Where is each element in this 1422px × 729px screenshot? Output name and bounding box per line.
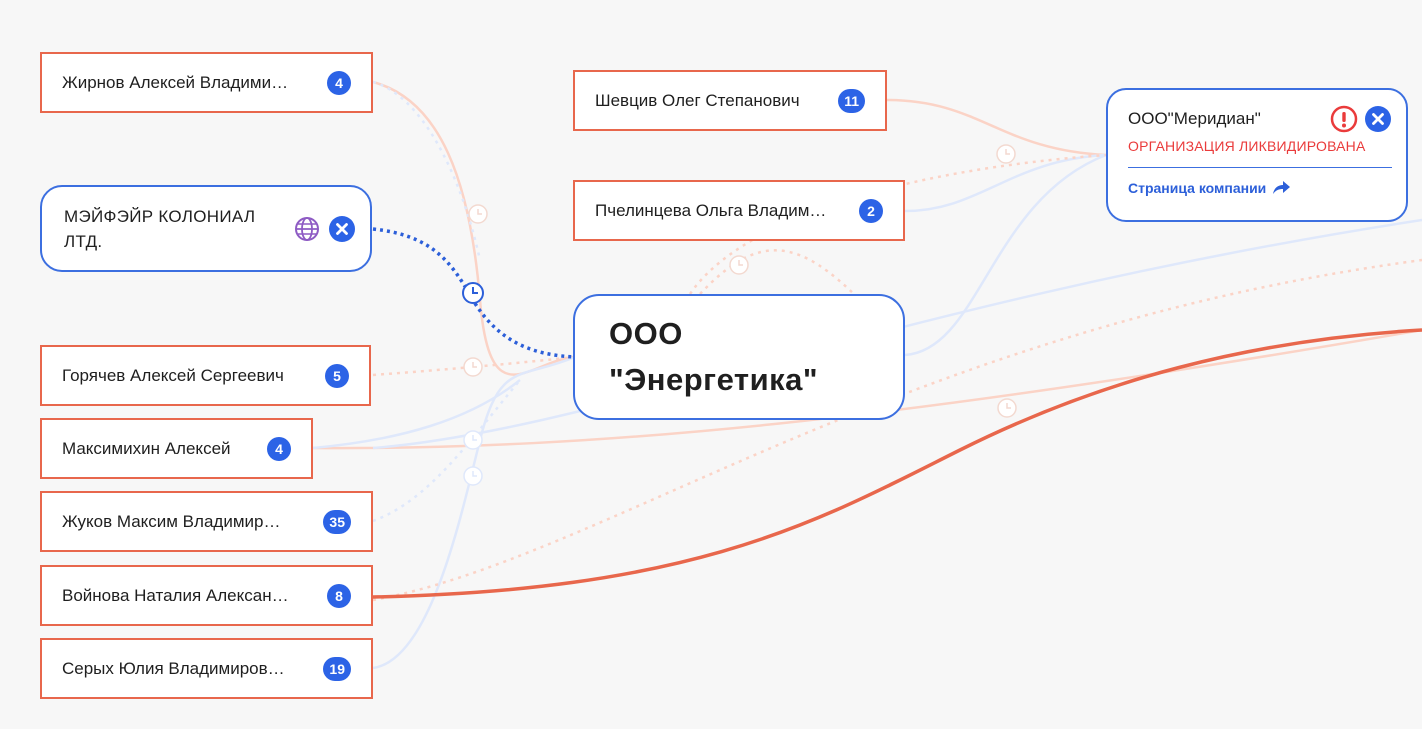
person-node[interactable]: Горячев Алексей Сергеевич 5 (40, 345, 371, 406)
person-name: Жирнов Алексей Владими… (62, 72, 289, 92)
person-node[interactable]: Шевцив Олег Степанович 11 (573, 70, 887, 131)
connections-count-badge: 4 (327, 70, 351, 95)
company-page-link-label: Страница компании (1128, 180, 1267, 196)
main-company-node[interactable]: ООО "Энергетика" (573, 294, 905, 420)
main-company-name: ООО "Энергетика" (609, 311, 818, 403)
company-page-link[interactable]: Страница компании (1128, 180, 1392, 196)
connections-count-badge: 2 (859, 198, 883, 223)
alert-icon (1330, 105, 1358, 133)
company-name: ООО"Меридиан" (1128, 109, 1261, 128)
globe-icon (294, 216, 320, 242)
person-node[interactable]: Войнова Наталия Алексан… 8 (40, 565, 373, 626)
person-name: Горячев Алексей Сергеевич (62, 365, 284, 385)
person-node[interactable]: Жуков Максим Владимир… 35 (40, 491, 373, 552)
clock-icon (462, 282, 484, 304)
person-name: Пчелинцева Ольга Владим… (595, 200, 827, 220)
person-node[interactable]: Жирнов Алексей Владими… 4 (40, 52, 373, 113)
person-name: Серых Юлия Владимиров… (62, 658, 285, 678)
close-icon[interactable] (1364, 105, 1392, 133)
connections-count-badge: 8 (327, 583, 351, 608)
person-name: Войнова Наталия Алексан… (62, 585, 289, 605)
company-header: ООО"Меридиан" (1128, 105, 1392, 133)
person-node[interactable]: Серых Юлия Владимиров… 19 (40, 638, 373, 699)
person-node[interactable]: Максимихин Алексей 4 (40, 418, 313, 479)
person-node[interactable]: Пчелинцева Ольга Владим… 2 (573, 180, 905, 241)
connections-count-badge: 4 (267, 436, 291, 461)
company-name-line: "Энергетика" (609, 362, 819, 397)
person-name: Максимихин Алексей (62, 438, 231, 458)
connections-count-badge: 5 (325, 363, 349, 388)
foreign-company-node[interactable]: МЭЙФЭЙР КОЛОНИАЛ ЛТД. (40, 185, 372, 272)
connections-count-badge: 11 (838, 88, 865, 113)
company-name: МЭЙФЭЙР КОЛОНИАЛ ЛТД. (64, 206, 256, 251)
person-name: Шевцив Олег Степанович (595, 90, 800, 110)
close-icon[interactable] (328, 215, 356, 243)
person-name: Жуков Максим Владимир… (62, 511, 281, 531)
divider (1128, 167, 1392, 168)
company-name-line: ООО (609, 316, 683, 351)
share-arrow-icon (1271, 180, 1291, 196)
connections-count-badge: 35 (323, 509, 351, 534)
meridian-company-node[interactable]: ООО"Меридиан" ОРГАНИЗАЦИЯ ЛИКВИДИРОВАНА … (1106, 88, 1408, 222)
liquidation-status: ОРГАНИЗАЦИЯ ЛИКВИДИРОВАНА (1128, 138, 1366, 154)
connections-count-badge: 19 (323, 656, 351, 681)
